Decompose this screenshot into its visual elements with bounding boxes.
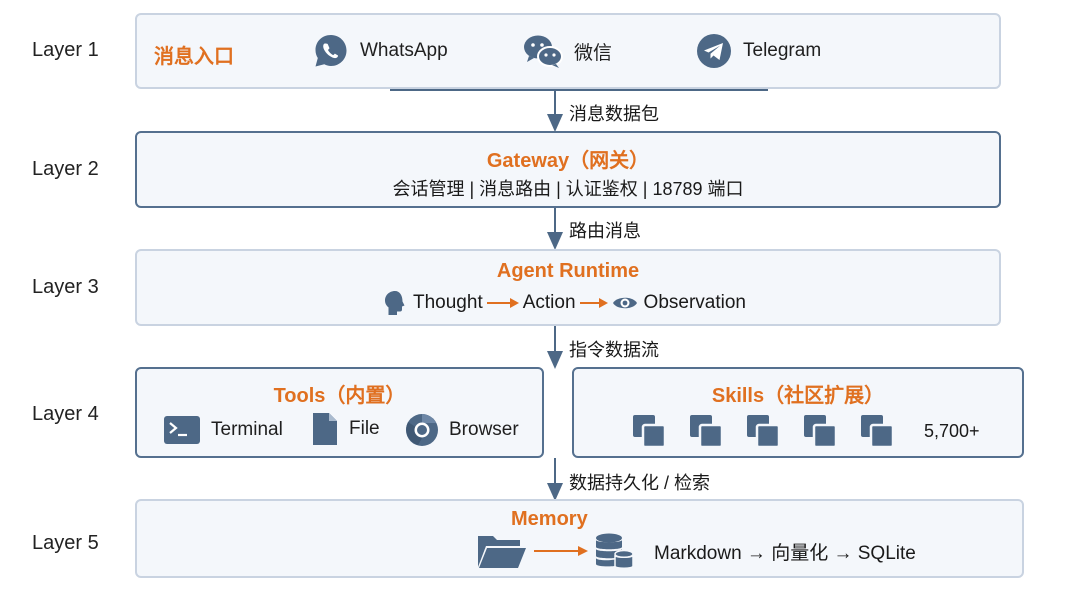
whatsapp-icon	[312, 32, 350, 70]
layer-3-box: Agent Runtime Thought Action Observation	[135, 249, 1001, 326]
connector-label-1: 消息数据包	[569, 104, 659, 124]
skill-module-icon	[859, 413, 895, 449]
skill-module-icon	[688, 413, 724, 449]
action-to-observation-arrow	[579, 298, 608, 308]
skills-icon-row: 5,700+	[631, 413, 980, 449]
tool-terminal-label: Terminal	[211, 419, 283, 440]
database-icon	[594, 532, 634, 570]
wechat-icon	[522, 32, 564, 70]
connector-label-4: 数据持久化 / 检索	[569, 473, 711, 493]
thought-label: Thought	[413, 292, 483, 313]
tool-browser-label: Browser	[449, 419, 519, 440]
gateway-title: Gateway（网关）	[486, 150, 650, 172]
memory-pipeline: Markdown → 向量化 → SQLite	[476, 532, 916, 570]
channel-wechat-label: 微信	[574, 42, 613, 64]
folder-icon	[476, 532, 528, 570]
skills-title: Skills（社区扩展）	[711, 385, 885, 407]
layer-3-label: Layer 3	[32, 276, 99, 298]
browser-icon	[405, 413, 439, 447]
channel-whatsapp: WhatsApp	[312, 32, 448, 70]
skill-module-icon	[745, 413, 781, 449]
terminal-icon	[163, 414, 201, 446]
layer-5-box: Memory Markdown → 向量化 → SQLite	[135, 499, 1024, 578]
layer-2-label: Layer 2	[32, 158, 99, 180]
gateway-subtitle: 会话管理 | 消息路由 | 认证鉴权 | 18789 端口	[392, 179, 744, 199]
message-entry-title: 消息入口	[154, 46, 234, 68]
layer-5-label: Layer 5	[32, 532, 99, 554]
thought-head-icon	[383, 289, 407, 317]
agent-loop-flow: Thought Action Observation	[383, 289, 746, 317]
tools-box: Tools（内置） Terminal File	[135, 367, 544, 458]
layer-1-label: Layer 1	[32, 39, 99, 61]
memory-title: Memory	[511, 508, 588, 530]
action-label: Action	[522, 292, 576, 313]
telegram-icon	[695, 32, 733, 70]
channel-telegram-label: Telegram	[743, 40, 822, 61]
observation-label: Observation	[643, 292, 746, 313]
folder-to-database-arrow	[534, 546, 588, 556]
skill-module-icon	[631, 413, 667, 449]
thought-to-action-arrow	[486, 298, 519, 308]
file-icon	[311, 412, 339, 446]
agent-runtime-title: Agent Runtime	[496, 260, 640, 282]
memory-pipeline-text: Markdown → 向量化 → SQLite	[654, 542, 916, 564]
channel-wechat: 微信	[522, 32, 612, 70]
tool-file-label: File	[349, 418, 380, 439]
channel-whatsapp-label: WhatsApp	[360, 40, 448, 61]
skills-box: Skills（社区扩展） 5,700+	[572, 367, 1024, 458]
skill-module-icon	[802, 413, 838, 449]
eye-icon	[612, 294, 638, 312]
connector-label-2: 路由消息	[569, 221, 641, 241]
layer-2-box: Gateway（网关） 会话管理 | 消息路由 | 认证鉴权 | 18789 端…	[135, 131, 1001, 208]
skills-count: 5,700+	[924, 420, 980, 441]
channel-telegram: Telegram	[695, 32, 821, 70]
tool-browser: Browser	[405, 413, 519, 447]
tool-file: File	[311, 412, 380, 446]
tool-terminal: Terminal	[163, 414, 283, 446]
tools-title: Tools（内置）	[273, 385, 406, 407]
connector-label-3: 指令数据流	[569, 340, 659, 360]
layer-4-label: Layer 4	[32, 403, 99, 425]
layer-1-box: 消息入口 WhatsApp 微信	[135, 13, 1001, 89]
